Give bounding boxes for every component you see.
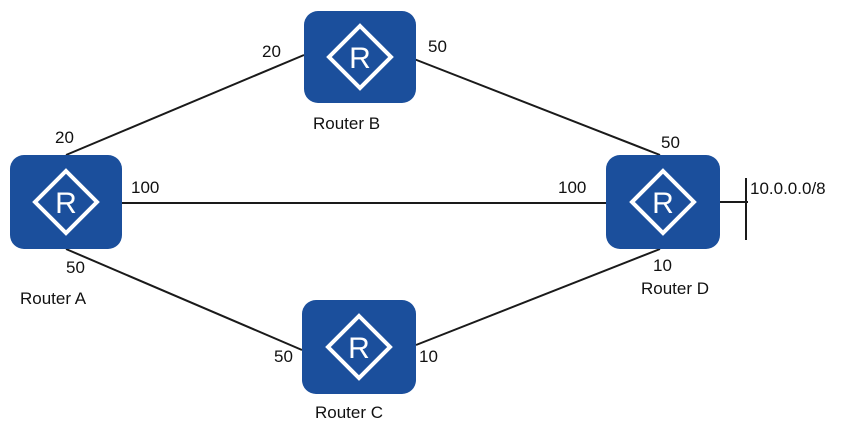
router-icon: [32, 168, 100, 236]
router-a-symbol: R: [55, 187, 77, 220]
router-b[interactable]: R: [304, 11, 416, 103]
cost-b-to-a: 20: [262, 42, 281, 61]
cost-a-to-b: 20: [55, 128, 74, 147]
cost-d-to-a: 100: [558, 178, 586, 197]
cost-d-to-b: 50: [661, 133, 680, 152]
router-b-body: [304, 11, 416, 103]
cost-b-to-d: 50: [428, 37, 447, 56]
router-b-label: Router B: [313, 114, 380, 133]
router-d-symbol: R: [652, 187, 674, 220]
cost-a-to-d: 100: [131, 178, 159, 197]
cost-c-to-a: 50: [274, 347, 293, 366]
link-a-b: [65, 54, 305, 156]
router-a-body: [10, 155, 122, 249]
router-a-label: Router A: [20, 289, 87, 308]
router-c-label: Router C: [315, 403, 383, 422]
router-a[interactable]: R: [10, 155, 122, 249]
router-icon: [326, 23, 394, 91]
router-b-symbol: R: [349, 42, 371, 75]
router-icon: [629, 168, 697, 236]
router-c-symbol: R: [348, 332, 370, 365]
cost-c-to-d: 10: [419, 347, 438, 366]
router-c-body: [302, 300, 416, 394]
link-c-d: [415, 248, 661, 346]
link-a-c: [65, 248, 303, 351]
router-icon: [325, 313, 393, 381]
router-c[interactable]: R: [302, 300, 416, 394]
cost-d-to-c: 10: [653, 256, 672, 275]
router-d[interactable]: R: [606, 155, 720, 249]
link-b-d: [413, 58, 661, 156]
network-prefix-label: 10.0.0.0/8: [750, 179, 826, 198]
router-d-label: Router D: [641, 279, 709, 298]
router-d-body: [606, 155, 720, 249]
cost-a-to-c: 50: [66, 258, 85, 277]
